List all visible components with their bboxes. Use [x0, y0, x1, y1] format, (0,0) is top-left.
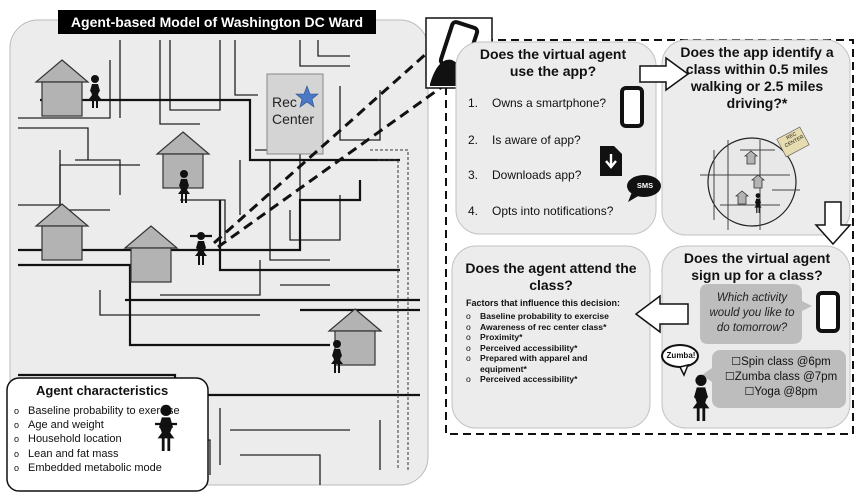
- characteristic-text: Lean and fat mass: [28, 447, 119, 460]
- smartphone-icon: [816, 291, 840, 333]
- class-option: ☐Yoga @8pm: [744, 386, 818, 398]
- arrow-right-icon: [639, 56, 690, 92]
- speech-bubble: [661, 344, 699, 377]
- sms-bubble-icon: [627, 175, 661, 202]
- step-number: 3.: [468, 168, 479, 182]
- download-file-icon: [600, 146, 622, 176]
- characteristics-box: [6, 377, 209, 492]
- map-title: Agent-based Model of Washington DC Ward: [58, 10, 376, 34]
- factor-text: Proximity*: [480, 332, 523, 342]
- step-item: 2. Is aware of app?: [468, 133, 581, 147]
- sms-label: SMS: [636, 181, 654, 190]
- rec-label-line2: Center: [272, 111, 315, 127]
- characteristics-title: Agent characteristics: [36, 383, 169, 398]
- mini-map: [700, 126, 810, 230]
- factor-text: Perceived accessibility*: [480, 374, 578, 384]
- class-option-label: Zumba class @7pm: [734, 371, 838, 383]
- attend-title: Does the agent attend the class?: [465, 260, 637, 293]
- class-options-box: [712, 350, 846, 408]
- step-item: 4. Opts into notifications?: [468, 204, 613, 218]
- step-item: 1. Owns a smartphone?: [468, 96, 606, 110]
- class-option: ☐Zumba class @7pm: [724, 371, 838, 383]
- class-option: ☐Spin class @6pm: [731, 356, 831, 368]
- factor-text: Baseline probability to exercise: [480, 311, 609, 321]
- attend-panel: [451, 245, 651, 429]
- activity-question: Which activity would you like to do tomo…: [709, 292, 795, 334]
- rec-center-label: Rec Center: [272, 94, 314, 128]
- characteristic-text: Age and weight: [28, 419, 104, 432]
- zoom-lines: [213, 43, 447, 249]
- class-options: ☐Spin class @6pm ☐Zumba class @7pm ☐Yoga…: [720, 355, 842, 400]
- app-flow-frame: [445, 39, 854, 435]
- step-text: Owns a smartphone?: [492, 96, 607, 110]
- step-number: 4.: [468, 204, 479, 218]
- identify-title: Does the app identify a class within 0.5…: [680, 44, 834, 111]
- app-use-title: Does the virtual agent use the app?: [479, 46, 627, 79]
- step-text: Is aware of app?: [492, 133, 581, 147]
- signup-title: Does the virtual agent sign up for a cla…: [683, 250, 831, 283]
- step-item: 3. Downloads app?: [468, 168, 581, 182]
- factor-text: Perceived accessibility*: [480, 342, 578, 353]
- rec-center-building: [266, 73, 324, 155]
- highway-lines: [370, 149, 409, 470]
- step-text: Opts into notifications?: [492, 204, 614, 218]
- step-number: 2.: [468, 133, 479, 147]
- app-use-panel: [455, 41, 657, 235]
- smartphone-icon: [620, 86, 644, 128]
- characteristic-text: Embedded metabolic mode: [28, 461, 162, 474]
- characteristic-text: Household location: [28, 433, 122, 446]
- star-icon: [295, 85, 319, 108]
- step-number: 1.: [468, 96, 479, 110]
- factor-text: Prepared with apparel and equipment*: [480, 353, 588, 374]
- factor-text: Awareness of rec center class*: [480, 321, 607, 332]
- arrow-down-icon: [814, 201, 852, 246]
- characteristic-text: Baseline probability to exercise: [28, 405, 180, 417]
- class-option-label: Yoga @8pm: [754, 386, 818, 398]
- rec-label-line1: Rec: [272, 94, 297, 110]
- factors-heading: Factors that influence this decision:: [466, 298, 621, 308]
- class-option-label: Spin class @6pm: [741, 356, 831, 368]
- question-bubble: [700, 284, 802, 344]
- zumba-speech: Zumba!: [666, 351, 696, 360]
- step-text: Downloads app?: [492, 168, 582, 182]
- arrow-left-icon: [634, 294, 689, 334]
